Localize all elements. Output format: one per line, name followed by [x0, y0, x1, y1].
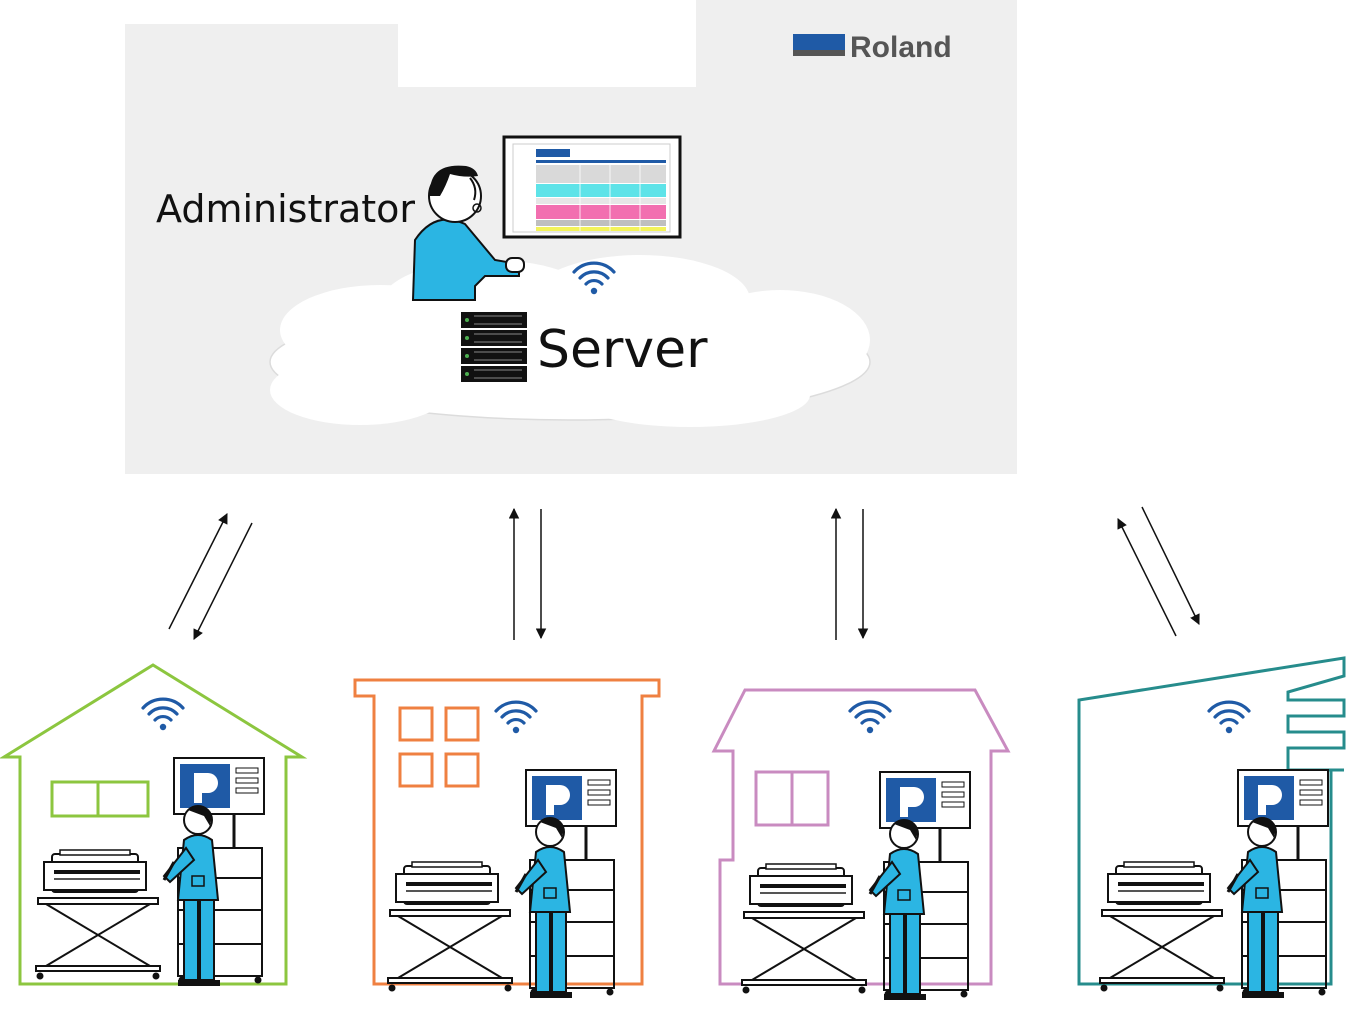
workstation	[1098, 768, 1330, 1000]
cloud-icon	[269, 255, 871, 427]
house-teal	[1077, 656, 1346, 1000]
upload-arrow	[1117, 518, 1177, 637]
wifi-icon	[848, 700, 892, 735]
upload-arrow	[168, 513, 228, 630]
house-pink	[711, 688, 1011, 1002]
house-green	[0, 663, 308, 988]
roland-wordmark: Roland	[850, 31, 952, 64]
roland-logo: Roland	[793, 31, 952, 64]
download-arrow	[1141, 506, 1200, 625]
wifi-icon	[141, 697, 185, 732]
monitor-icon	[502, 135, 682, 239]
workstation	[386, 768, 618, 1000]
server-label: Server	[537, 320, 708, 380]
wifi-icon	[1207, 700, 1251, 735]
data-flow-arrows	[168, 506, 1200, 640]
download-arrow	[193, 522, 253, 640]
administrator-person-icon	[411, 165, 525, 301]
server-rack-icon	[461, 312, 527, 382]
house-orange	[353, 678, 661, 1000]
wifi-icon	[494, 700, 538, 735]
workstation	[740, 770, 972, 1002]
administrator-label: Administrator	[156, 187, 415, 231]
workstation	[34, 756, 266, 988]
